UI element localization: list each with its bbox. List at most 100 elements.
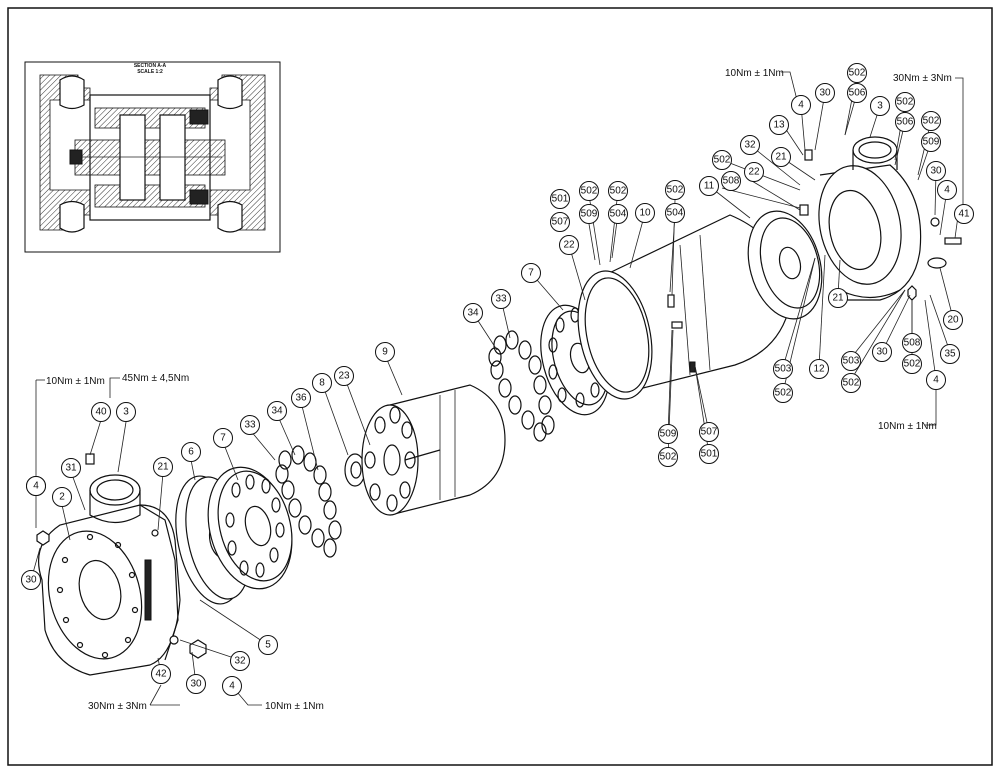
part-balloon: 41 bbox=[954, 204, 974, 224]
svg-text:32: 32 bbox=[234, 656, 246, 667]
svg-text:33: 33 bbox=[244, 420, 256, 431]
svg-text:7: 7 bbox=[528, 268, 534, 279]
svg-text:13: 13 bbox=[773, 120, 785, 131]
svg-text:21: 21 bbox=[775, 152, 787, 163]
stator-ring bbox=[577, 214, 791, 400]
torque-label: 10Nm ± 1Nm bbox=[265, 701, 324, 712]
part-balloon: 509 bbox=[921, 132, 941, 152]
part-balloon: 4 bbox=[222, 676, 242, 696]
torque-label: 10Nm ± 1Nm bbox=[46, 376, 105, 387]
torque-label: 30Nm ± 3Nm bbox=[893, 73, 952, 84]
part-balloon: 22 bbox=[559, 235, 579, 255]
svg-text:507: 507 bbox=[552, 217, 569, 228]
front-housing bbox=[36, 453, 207, 676]
svg-text:32: 32 bbox=[744, 140, 756, 151]
part-balloon: 13 bbox=[769, 115, 789, 135]
part-balloon: 30 bbox=[872, 342, 892, 362]
part-balloon: 502 bbox=[895, 92, 915, 112]
part-balloon: 3 bbox=[870, 96, 890, 116]
svg-text:4: 4 bbox=[33, 481, 39, 492]
part-balloon: 10 bbox=[635, 203, 655, 223]
svg-text:10: 10 bbox=[639, 208, 651, 219]
svg-text:4: 4 bbox=[229, 681, 235, 692]
svg-text:8: 8 bbox=[319, 378, 325, 389]
part-balloon: 502 bbox=[712, 150, 732, 170]
svg-text:21: 21 bbox=[157, 462, 169, 473]
part-balloon: 502 bbox=[841, 373, 861, 393]
svg-text:502: 502 bbox=[714, 155, 731, 166]
part-balloon: 509 bbox=[658, 424, 678, 444]
part-balloon: 506 bbox=[847, 83, 867, 103]
right-seal-rings bbox=[488, 330, 555, 442]
svg-text:12: 12 bbox=[813, 364, 825, 375]
rear-housing bbox=[799, 136, 962, 301]
svg-text:503: 503 bbox=[843, 356, 860, 367]
svg-text:4: 4 bbox=[798, 100, 804, 111]
svg-text:502: 502 bbox=[843, 378, 860, 389]
svg-text:34: 34 bbox=[271, 406, 283, 417]
svg-text:21: 21 bbox=[832, 293, 844, 304]
part-balloon: 12 bbox=[809, 359, 829, 379]
svg-text:30: 30 bbox=[25, 575, 37, 586]
part-balloon: 30 bbox=[815, 83, 835, 103]
svg-text:33: 33 bbox=[495, 294, 507, 305]
svg-text:30: 30 bbox=[930, 166, 942, 177]
svg-text:22: 22 bbox=[563, 240, 575, 251]
svg-text:7: 7 bbox=[220, 433, 226, 444]
svg-text:3: 3 bbox=[123, 407, 129, 418]
svg-text:504: 504 bbox=[667, 208, 684, 219]
part-balloon: 34 bbox=[267, 401, 287, 421]
part-balloon: 40 bbox=[91, 402, 111, 422]
part-balloon: 11 bbox=[699, 176, 719, 196]
svg-text:3: 3 bbox=[877, 101, 883, 112]
svg-text:508: 508 bbox=[904, 338, 921, 349]
section-scale: SCALE 1:2 bbox=[137, 69, 163, 75]
part-balloon: 509 bbox=[579, 204, 599, 224]
part-balloon: 34 bbox=[463, 303, 483, 323]
svg-text:40: 40 bbox=[95, 407, 107, 418]
part-balloon: 4 bbox=[926, 370, 946, 390]
svg-text:506: 506 bbox=[897, 117, 914, 128]
svg-text:36: 36 bbox=[295, 393, 307, 404]
part-balloon: 8 bbox=[312, 373, 332, 393]
drawing-frame bbox=[7, 7, 993, 766]
svg-text:22: 22 bbox=[748, 167, 760, 178]
svg-text:5: 5 bbox=[265, 640, 271, 651]
svg-text:4: 4 bbox=[933, 375, 939, 386]
svg-text:6: 6 bbox=[188, 447, 194, 458]
part-balloon: 23 bbox=[334, 366, 354, 386]
svg-text:508: 508 bbox=[723, 176, 740, 187]
section-a-a-view: SECTION A-A SCALE 1:2 bbox=[24, 61, 281, 253]
part-balloon: 30 bbox=[186, 674, 206, 694]
svg-text:502: 502 bbox=[610, 186, 627, 197]
svg-text:4: 4 bbox=[944, 185, 950, 196]
part-balloon: 502 bbox=[579, 181, 599, 201]
svg-text:509: 509 bbox=[660, 429, 677, 440]
part-balloon: 5 bbox=[258, 635, 278, 655]
part-balloon: 502 bbox=[773, 383, 793, 403]
svg-text:23: 23 bbox=[338, 371, 350, 382]
svg-text:30: 30 bbox=[876, 347, 888, 358]
part-balloon: 4 bbox=[937, 180, 957, 200]
part-balloon: 22 bbox=[744, 162, 764, 182]
svg-text:504: 504 bbox=[610, 209, 627, 220]
part-balloon: 502 bbox=[921, 111, 941, 131]
part-balloon: 31 bbox=[61, 458, 81, 478]
part-balloon: 21 bbox=[153, 457, 173, 477]
part-balloon: 32 bbox=[740, 135, 760, 155]
part-balloon: 507 bbox=[550, 212, 570, 232]
svg-text:502: 502 bbox=[660, 452, 677, 463]
svg-text:502: 502 bbox=[581, 186, 598, 197]
svg-text:502: 502 bbox=[904, 359, 921, 370]
svg-text:503: 503 bbox=[775, 364, 792, 375]
part-balloon: 503 bbox=[841, 351, 861, 371]
part-balloon: 502 bbox=[608, 181, 628, 201]
part-balloon: 507 bbox=[699, 422, 719, 442]
leader-lines bbox=[30, 71, 964, 706]
torque-label: 10Nm ± 1Nm bbox=[878, 421, 937, 432]
svg-text:502: 502 bbox=[897, 97, 914, 108]
part-balloon: 501 bbox=[550, 189, 570, 209]
torque-label: 45Nm ± 4,5Nm bbox=[122, 373, 189, 384]
part-balloon: 508 bbox=[721, 171, 741, 191]
